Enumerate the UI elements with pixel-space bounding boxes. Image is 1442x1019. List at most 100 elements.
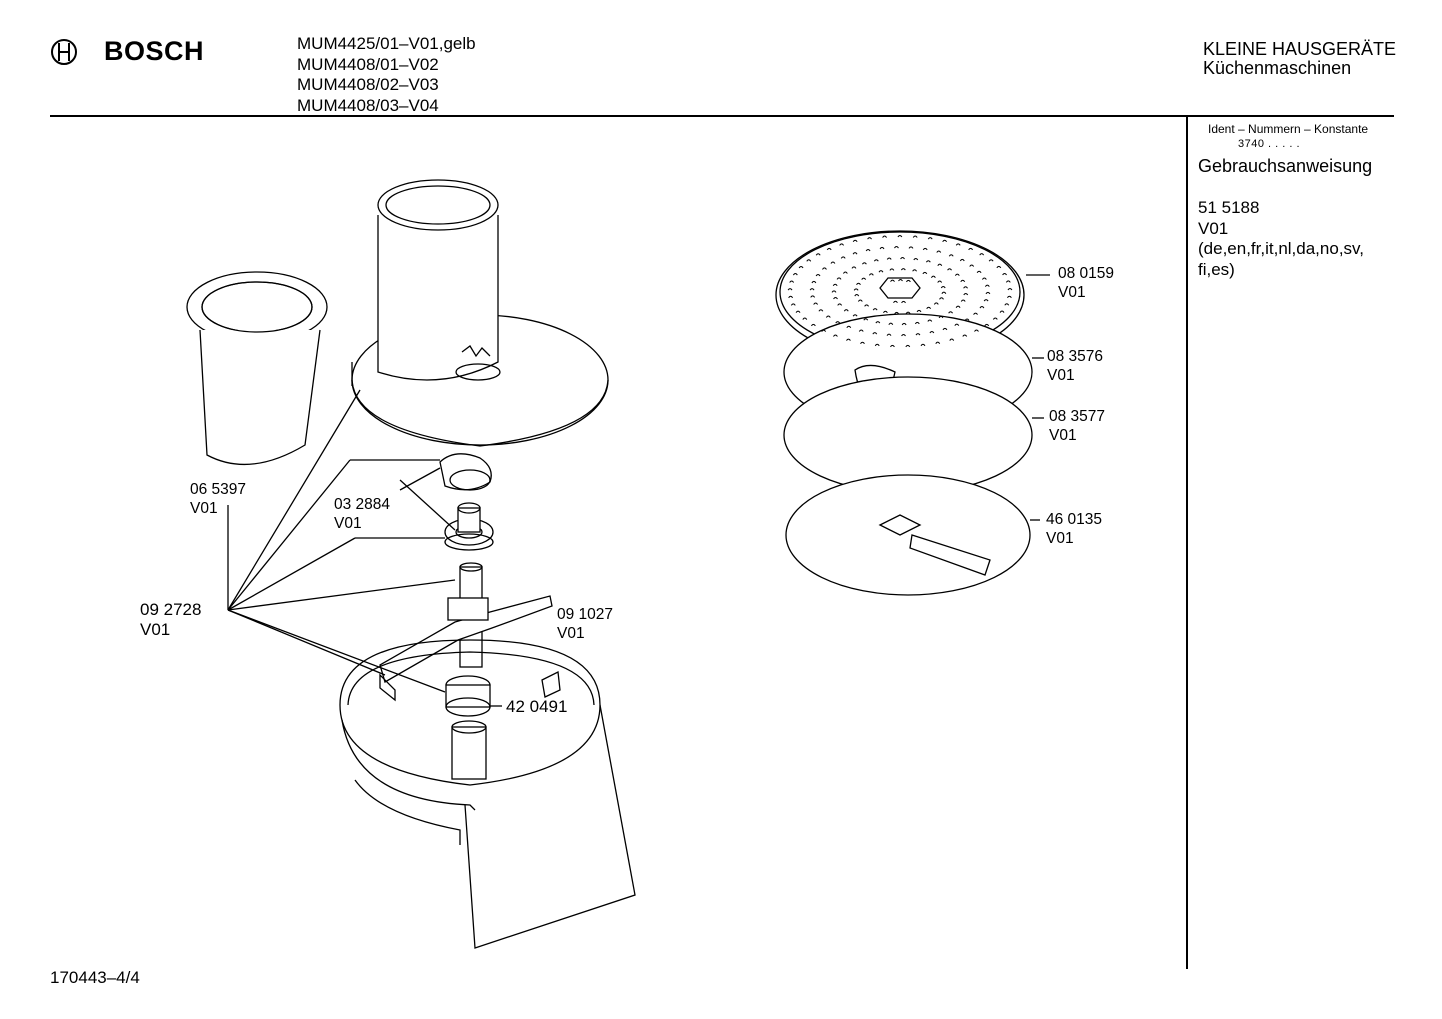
bowl-part [339,639,636,949]
grating-hole [872,308,878,311]
grating-hole [976,270,982,274]
grating-hole [955,305,961,308]
model-line: MUM4408/01–V02 [297,54,439,74]
grating-hole [851,266,857,269]
part-version: V01 [140,620,171,639]
part-version: V01 [1046,530,1074,547]
grating-hole [852,314,858,317]
grating-hole [852,252,858,255]
grating-hole [941,291,947,294]
part-label-03-2884: 03 2884 V01 [334,495,390,533]
grating-hole [927,319,933,322]
grating-hole [937,280,943,283]
model-line: MUM4425/01–V01,gelb [297,34,476,53]
ident-label: Ident – Nummern – Konstante [1208,122,1369,136]
grating-hole [949,338,955,341]
grating-hole [815,273,821,277]
grating-hole [985,291,991,295]
grating-hole [790,303,796,306]
model-line: MUM4408/02–V03 [297,75,439,94]
grating-hole [842,271,848,274]
grating-hole [810,323,816,327]
grating-hole [927,237,933,240]
manual-number: 51 5188 [1198,198,1260,217]
grating-hole [813,302,819,305]
grating-hole [811,280,817,284]
grating-hole [856,282,861,285]
part-version: V01 [557,625,585,642]
grating-hole [947,268,952,271]
grating-hole [853,288,859,291]
grating-hole [935,341,941,344]
ident-number: 3740 . . . . . [1238,138,1301,150]
grating-hole [898,279,903,282]
cap-part [439,453,492,491]
exploded-parts-drawing [186,179,1050,949]
grating-hole [867,237,872,240]
grating-hole [939,297,944,300]
grating-hole [926,306,932,309]
grating-hole [905,311,911,314]
grating-hole [835,321,841,324]
grating-hole [901,300,906,304]
coupling-part [444,502,494,551]
grating-hole [818,309,824,312]
part-label-08-3576: 08 3576 V01 [1047,347,1103,385]
grating-hole [873,259,879,262]
part-label-09-1027: 09 1027 V01 [557,605,613,643]
grating-hole [984,284,990,287]
grating-hole [886,257,892,260]
grating-hole [894,246,899,249]
grating-hole [974,329,979,332]
grating-hole [1005,280,1011,283]
part-number: 03 2884 [334,496,391,513]
grating-hole [948,311,954,314]
grating-hole [912,269,918,272]
grating-hole [913,257,919,261]
grating-hole [865,248,871,252]
julienne-disc [785,474,1040,596]
grating-hole [840,256,846,259]
grating-hole [900,268,906,271]
grating-hole [863,318,869,321]
grating-hole [875,321,881,324]
part-number: 08 0159 [1058,265,1115,282]
part-label-46-0135: 46 0135 V01 [1046,510,1102,548]
grating-holes [787,235,1013,348]
part-label-08-3577: 08 3577 V01 [1049,407,1105,445]
grating-hole [882,310,888,314]
product-category: KLEINE HAUSGERÄTE Küchenmaschinen [1203,40,1396,78]
grating-hole [964,318,970,321]
grating-hole [960,279,966,283]
part-version: V01 [1047,367,1075,384]
manual-languages-cont: fi,es) [1198,259,1235,279]
grating-hole [963,292,969,296]
grating-hole [915,333,921,336]
grating-hole [833,334,838,337]
part-label-06-5397: 06 5397 V01 [190,480,246,518]
grating-hole [837,303,843,306]
model-line: MUM4408/03–V04 [297,95,439,115]
grating-hole [798,265,804,269]
grating-hole [954,323,960,326]
grating-hole [988,259,994,262]
grating-hole [882,235,887,238]
manual-languages: (de,en,fr,it,nl,da,no,sv, [1198,239,1364,258]
grating-hole [973,312,978,315]
grating-hole [984,323,990,327]
grating-hole [846,338,851,341]
grating-hole [815,253,821,256]
grating-hole [831,290,837,293]
knife-shaft-part [379,562,553,683]
grating-hole [861,277,867,280]
part-label-09-2728: 09 2728 V01 [140,600,201,640]
grating-hole [925,260,931,263]
grating-hole [936,250,942,253]
grating-hole [864,304,870,307]
grating-hole [962,334,968,337]
grating-hole [908,246,914,249]
part-number: 46 0135 [1046,511,1103,528]
grating-hole [893,300,898,304]
grating-hole [1004,303,1010,306]
grating-hole [809,288,815,291]
